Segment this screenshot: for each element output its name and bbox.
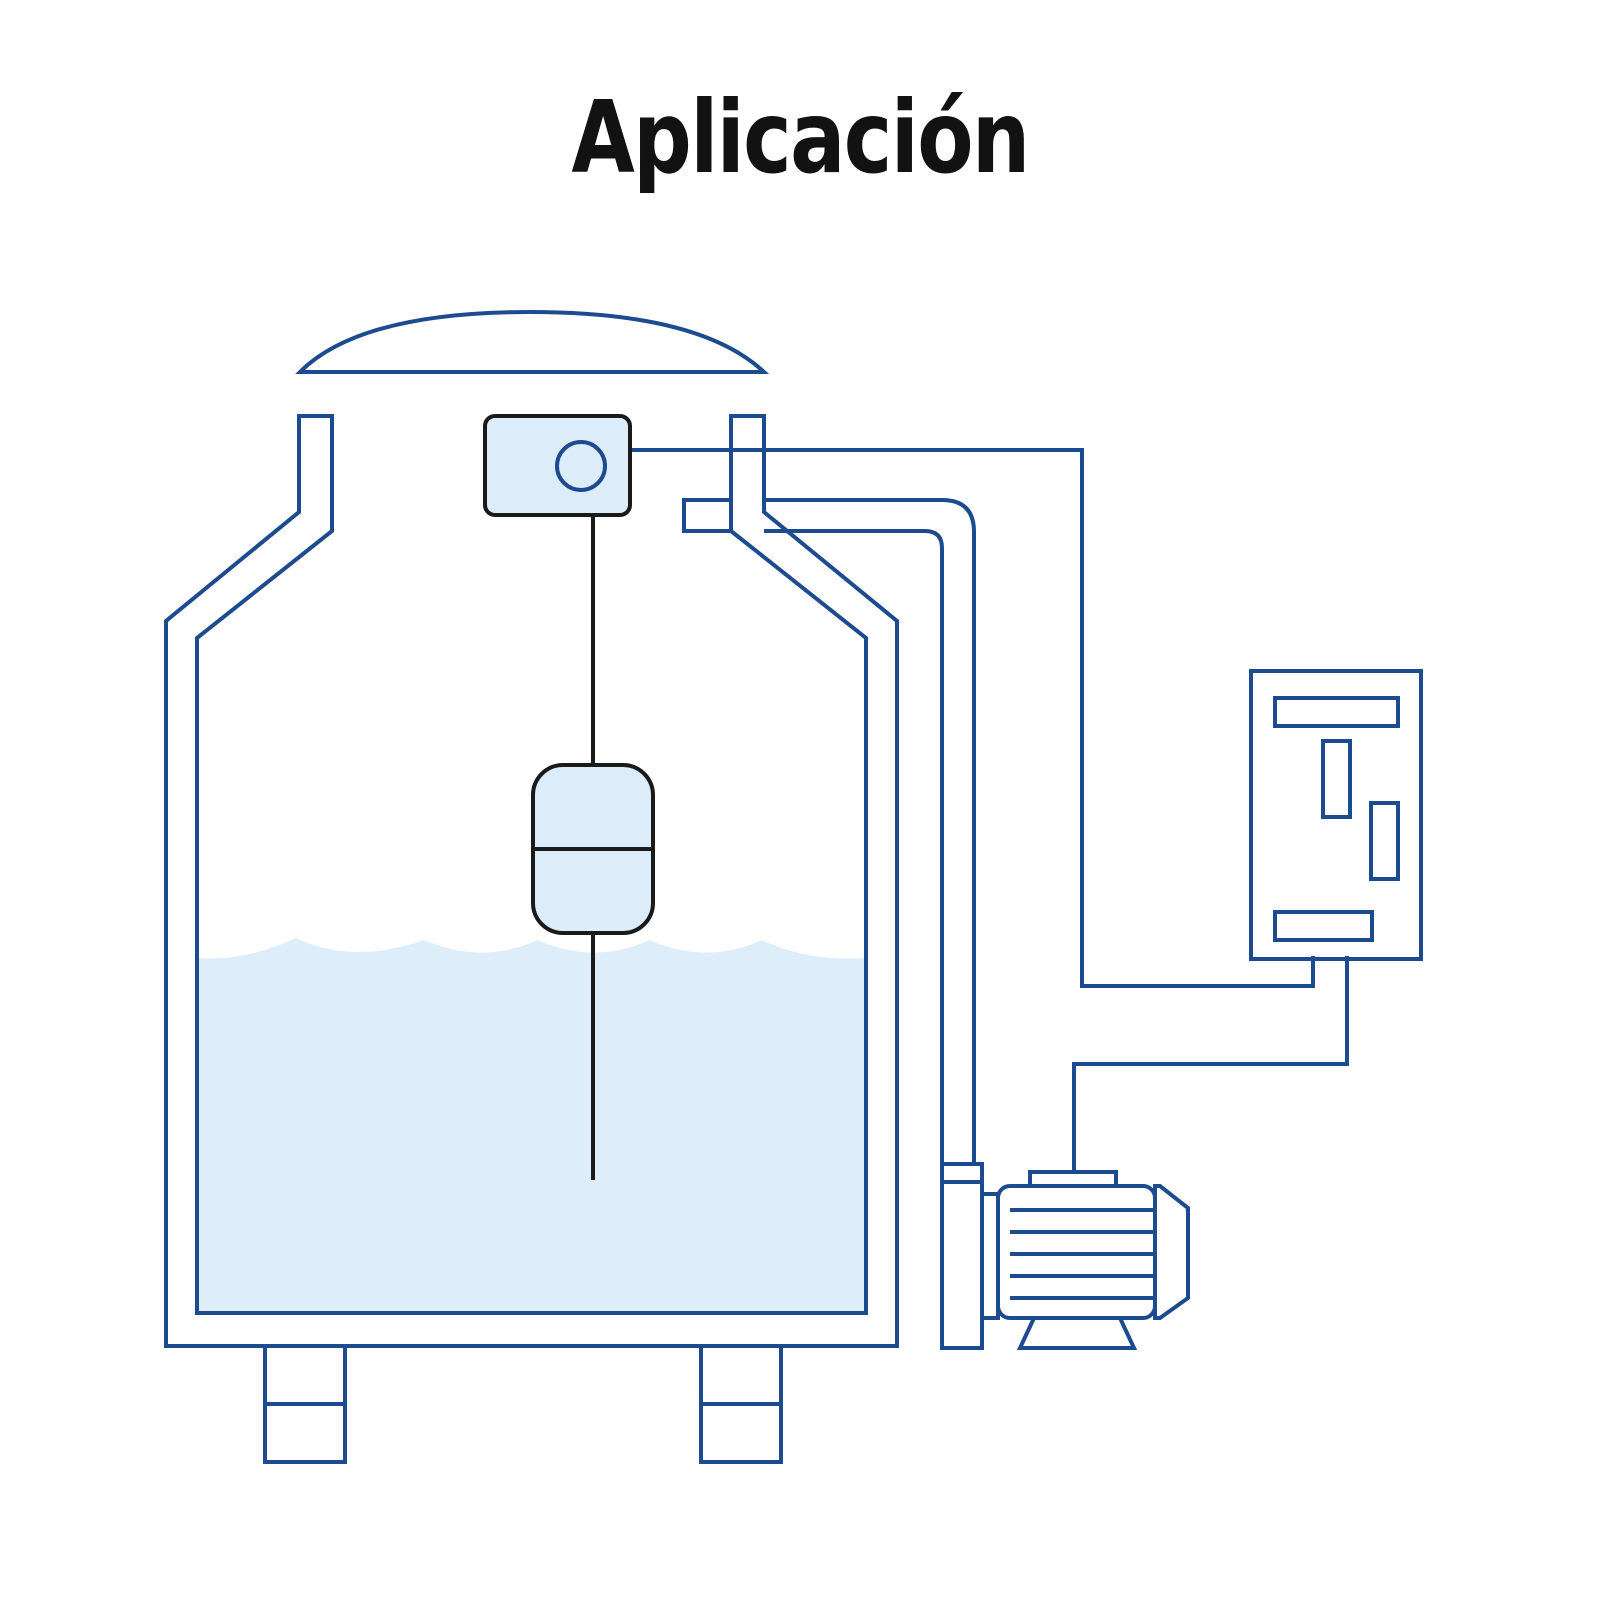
inlet-pipe-stub bbox=[682, 498, 733, 533]
tank-lid bbox=[295, 309, 770, 374]
water-fill bbox=[197, 938, 866, 1313]
float-switch bbox=[531, 763, 655, 935]
float-switch-housing bbox=[483, 414, 632, 517]
tank-leg-right bbox=[699, 1344, 783, 1464]
control-panel bbox=[1249, 669, 1423, 961]
tank-outer-wall bbox=[164, 414, 899, 1348]
tank-leg-left bbox=[263, 1344, 347, 1464]
pump-cable bbox=[1072, 956, 1349, 1170]
switch-cable bbox=[630, 448, 1315, 988]
water-pump bbox=[940, 1162, 1190, 1350]
page-title: Aplicación bbox=[571, 79, 1030, 196]
